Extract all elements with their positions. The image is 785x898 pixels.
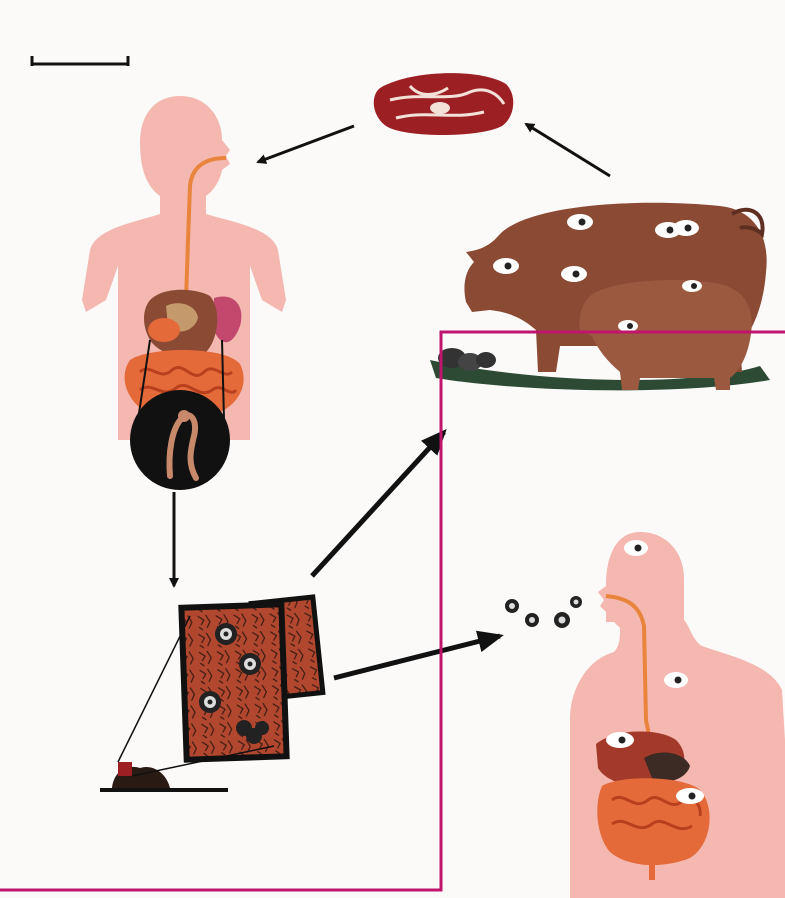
raw-meat-icon bbox=[374, 73, 513, 135]
gravid-proglottids bbox=[181, 597, 322, 760]
scale-bar bbox=[32, 56, 128, 66]
tapeworm-egg-icon bbox=[505, 596, 582, 628]
human-accidental-host bbox=[570, 532, 785, 898]
pig-intermediate-host bbox=[430, 203, 770, 391]
adult-tapeworm-inset bbox=[130, 390, 230, 490]
arrow-proglottids-to-pig bbox=[312, 432, 444, 576]
arrow-meat-to-human bbox=[258, 126, 354, 162]
human-definitive-host bbox=[82, 96, 286, 490]
piglet bbox=[579, 280, 751, 390]
arrow-pig-to-meat bbox=[526, 124, 610, 176]
arrow-eggs-to-human bbox=[334, 636, 500, 678]
